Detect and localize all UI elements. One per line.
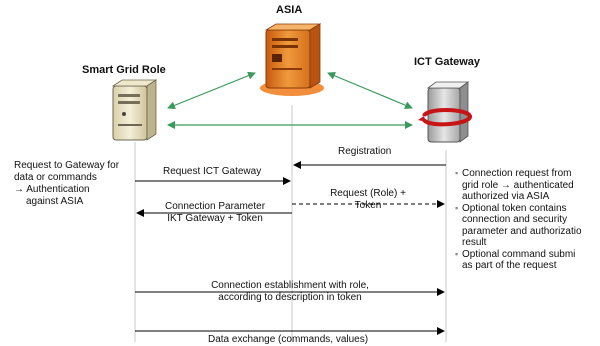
right-note-line: as part of the request [462,260,557,271]
label-request-ict-gateway: Request ICT Gateway [163,166,262,177]
left-note-line: against ASIA [26,196,84,207]
smart-grid-server-icon [111,79,158,141]
label-connection-establishment-line: according to description in token [218,292,362,303]
right-note-line: Optional command submi [462,248,576,260]
label-connection-establishment: Connection establishment with role, acco… [180,280,400,304]
left-note-line: → Authentication [14,184,90,195]
link-role-asia [167,71,256,110]
label-connection-parameter-line: Connection Parameter [164,201,266,212]
right-note-line: Connection request from [462,168,572,179]
label-data-exchange: Data exchange (commands, values) [208,334,369,345]
right-note-line: authorized via ASIA [462,191,550,202]
label-request-role-line: Request (Role) + [330,188,406,199]
asia-title: ASIA [276,4,303,16]
label-request-role-line: Token [354,200,382,211]
right-note-line: Optional token contains [462,202,567,214]
label-connection-establishment-line: Connection establishment with role, [211,280,369,291]
label-request-role: Request (Role) + Token [312,188,424,212]
right-note-item: Optional token contains connection and s… [455,203,600,249]
left-note-line: data or commands [14,172,97,183]
right-note-line: connection and security [462,214,568,225]
right-note-line: result [462,237,487,248]
asia-server-icon [260,23,324,96]
left-note: Request to Gateway for data or commands … [14,160,119,208]
left-note-line: Request to Gateway for [14,160,120,171]
label-connection-parameter-line: IKT Gateway + Token [167,213,263,224]
label-connection-parameter: Connection Parameter IKT Gateway + Token [150,201,280,225]
right-note-item: Connection request from grid role → auth… [455,168,600,203]
right-notes: Connection request from grid role → auth… [455,168,600,272]
right-note-line: grid role → authenticated [462,179,574,191]
right-note-line: parameter and authorizatio [462,225,582,237]
smart-grid-role-title: Smart Grid Role [82,64,166,76]
ict-gateway-server-icon [418,81,472,143]
ict-gateway-title: ICT Gateway [414,56,481,68]
right-note-item: Optional command submi as part of the re… [455,249,600,272]
link-asia-gateway [327,72,413,109]
label-registration: Registration [338,146,392,157]
